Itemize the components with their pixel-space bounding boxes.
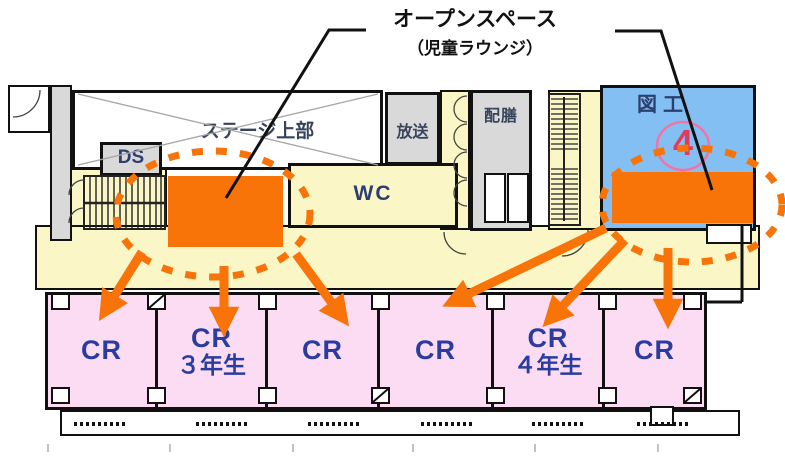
classroom-6: CR — [605, 295, 704, 407]
title-line1: オープンスペース — [393, 8, 557, 31]
classroom-5-grade: ４年生 — [513, 352, 583, 379]
broadcast-label: 放送 — [396, 124, 429, 141]
classroom-4-label: CR — [414, 335, 456, 366]
classroom-3-label: CR — [301, 335, 343, 366]
title-annotation: オープンスペース （児童ラウンジ） — [355, 3, 595, 59]
wall-shaft — [50, 85, 72, 241]
balcony-strip — [60, 410, 740, 436]
elevator-shaft-1 — [484, 173, 506, 223]
classroom-4: CR — [380, 295, 494, 407]
classroom-2-label: CR — [191, 323, 232, 353]
circled-4-badge: 4 — [672, 122, 694, 163]
classroom-5: CR ４年生 — [494, 295, 605, 407]
wc-label: WC — [353, 182, 393, 205]
classroom-2: CR ３年生 — [158, 295, 268, 407]
balcony-small-box — [650, 406, 674, 426]
art-room-label: 図工 — [637, 94, 689, 116]
ds-label: DS — [117, 147, 145, 168]
classroom-3: CR — [268, 295, 380, 407]
stage-upper-label: ステージ上部 — [200, 121, 315, 142]
room-entry-topleft — [8, 85, 50, 133]
room-broadcast — [385, 92, 440, 165]
classroom-5-label: CR — [527, 323, 569, 353]
title-line2: （児童ラウンジ） — [407, 39, 543, 58]
classroom-1: CR — [48, 295, 158, 407]
elevator-shaft-2 — [507, 173, 529, 223]
grid-ticks — [47, 444, 659, 452]
classroom-1-label: CR — [81, 335, 122, 366]
serving-label: 配膳 — [483, 108, 518, 125]
open-space-right-highlight — [612, 172, 753, 223]
classroom-2-grade: ３年生 — [177, 352, 246, 379]
classroom-band: CR CR ３年生 CR CR CR ４年生 CR — [45, 292, 707, 410]
classroom-6-label: CR — [633, 335, 675, 366]
room-small-bottom-right — [706, 224, 752, 244]
open-space-left-highlight — [168, 176, 283, 247]
corridor-band — [35, 225, 760, 290]
